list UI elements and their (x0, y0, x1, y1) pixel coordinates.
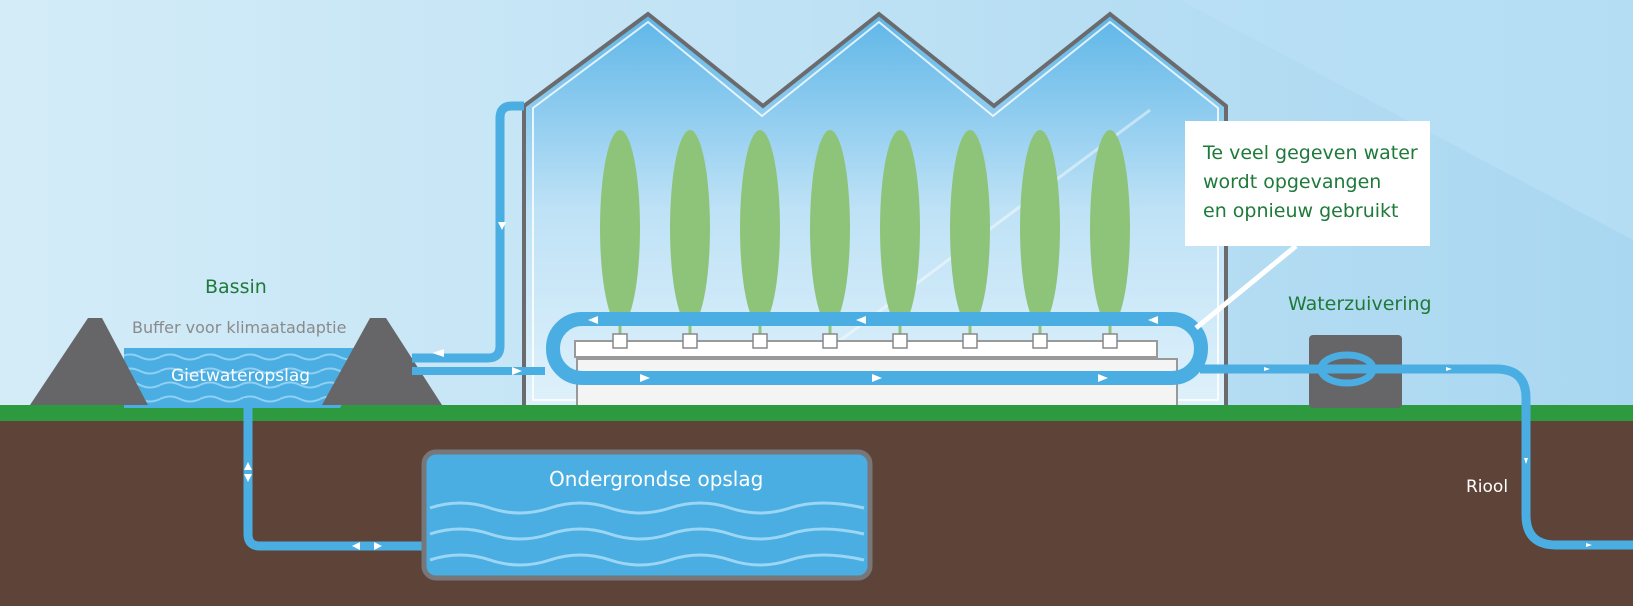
planter-block (822, 333, 838, 349)
supply-pipe (412, 101, 524, 363)
planter-block (682, 333, 698, 349)
planter-row (612, 333, 1118, 349)
buffer-label: Buffer voor klimaatadaptie (132, 318, 347, 337)
callout-box: Te veel gegeven water wordt opgevangen e… (1185, 121, 1430, 246)
irrigation-storage-label: Gietwateropslag (171, 366, 311, 386)
planter-block (962, 333, 978, 349)
purification-label: Waterzuivering (1288, 293, 1432, 315)
underground-pipe (243, 398, 430, 551)
plant (740, 130, 780, 326)
plant (1020, 130, 1060, 326)
callout-line-2: wordt opgevangen (1203, 171, 1382, 193)
arrow-down-supply (498, 222, 506, 230)
dike-left (30, 318, 148, 405)
underground-storage-label: Ondergrondse opslag (549, 467, 764, 491)
flow-arrows (244, 222, 1592, 550)
arrow-drain-4 (1586, 543, 1592, 547)
grass (0, 405, 1633, 421)
arrow-loop-4 (640, 374, 650, 382)
arrow-down-basin (244, 474, 252, 482)
arrow-right-tank (374, 542, 382, 550)
arrow-left-return (432, 349, 444, 357)
arrow-loop-3 (1148, 316, 1158, 324)
arrow-right-supply (512, 367, 522, 375)
arrow-drain-2 (1446, 367, 1452, 371)
planter-block (1102, 333, 1118, 349)
planter-block (612, 333, 628, 349)
callout-pointer (1194, 244, 1298, 330)
plant-row (600, 130, 1130, 334)
grow-gutter (574, 340, 1158, 358)
callout-line-3: en opnieuw gebruikt (1203, 200, 1399, 222)
arrow-loop-6 (1098, 374, 1108, 382)
plant (1090, 130, 1130, 326)
planter-block (892, 333, 908, 349)
arrow-up-basin (244, 462, 252, 470)
planter-block (752, 333, 768, 349)
tank-waves (429, 501, 865, 567)
arrow-loop-2 (856, 316, 866, 324)
arrow-drain-3 (1524, 458, 1528, 464)
drain-pipe (1200, 364, 1633, 550)
plant (810, 130, 850, 326)
planter-block (1032, 333, 1048, 349)
basin-label: Bassin (205, 276, 267, 298)
callout-line-1: Te veel gegeven water (1203, 142, 1418, 164)
plant (670, 130, 710, 326)
purification-filter (1317, 351, 1377, 387)
arrow-drain-1 (1264, 367, 1270, 371)
arrow-left-tank (352, 542, 360, 550)
plant (600, 130, 640, 326)
underground-tank (421, 449, 873, 581)
arrow-loop-1 (588, 316, 598, 324)
plant (880, 130, 920, 326)
plant (950, 130, 990, 326)
sewer-label: Riool (1466, 477, 1509, 497)
sky-highlight (1180, 0, 1633, 240)
arrow-loop-5 (872, 374, 882, 382)
dike-right (322, 318, 442, 405)
